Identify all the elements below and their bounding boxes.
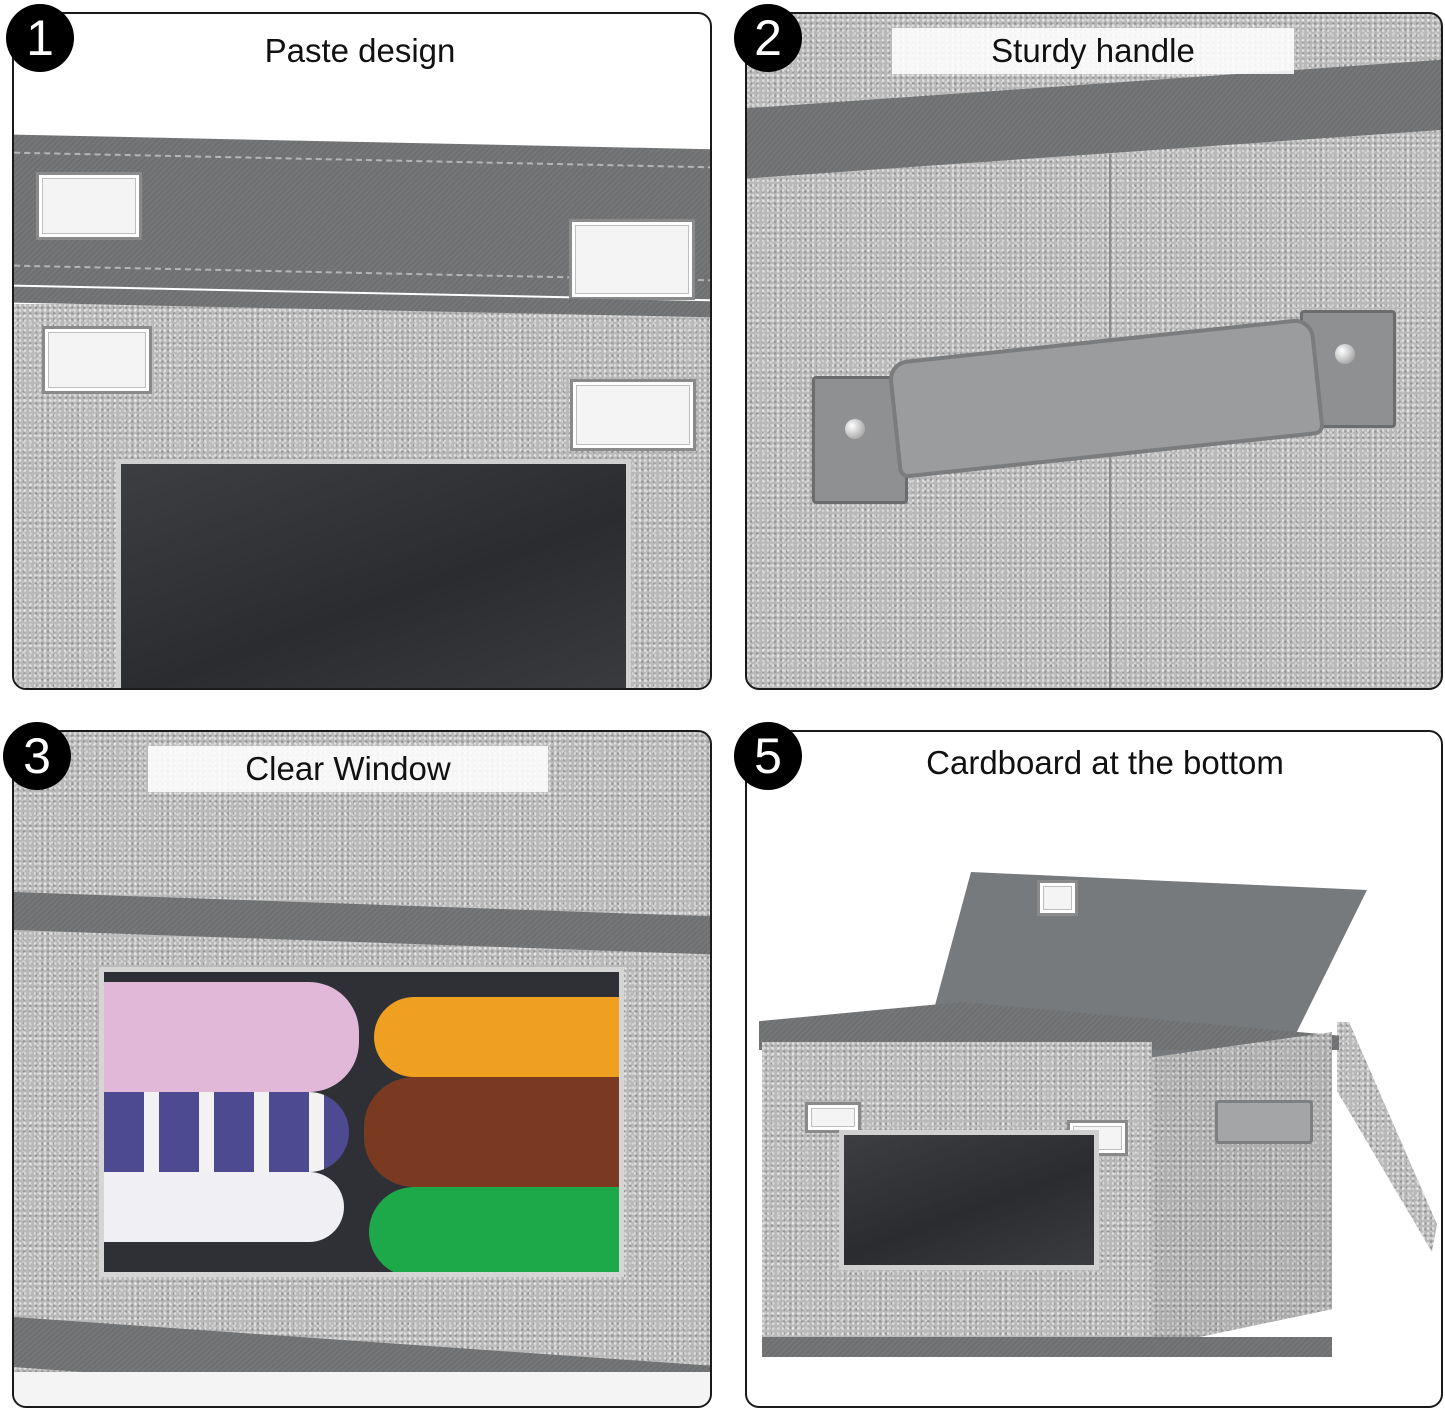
badge-number: 2 [734, 4, 802, 72]
side-handle [1215, 1100, 1313, 1144]
viewing-window [99, 967, 624, 1277]
clear-window [116, 459, 631, 688]
velcro-patch [1037, 880, 1078, 916]
panel-caption: Sturdy handle [892, 28, 1294, 74]
badge-number: 3 [3, 722, 71, 790]
panel-caption: Cardboard at the bottom [926, 744, 1284, 781]
lid-side-flap [1337, 1022, 1437, 1252]
velcro-patch [570, 379, 696, 451]
badge-number: 1 [6, 4, 74, 72]
velcro-patch [805, 1102, 861, 1133]
lid-edge [14, 892, 710, 955]
bottom-trim [762, 1337, 1332, 1357]
panel-clear-window [12, 730, 712, 1408]
rivet-icon [1335, 344, 1355, 364]
velcro-patch [569, 219, 695, 300]
velcro-patch [42, 326, 152, 394]
panel-paste-design [12, 12, 712, 690]
folded-towel-brown [364, 1077, 619, 1187]
folded-towel-green [369, 1187, 619, 1272]
folded-towel-striped [104, 1092, 349, 1172]
rivet-icon [845, 419, 865, 439]
clear-window [839, 1130, 1099, 1270]
panel-sturdy-handle [745, 12, 1443, 690]
panel-caption: Clear Window [148, 746, 548, 792]
badge-number: 5 [734, 722, 802, 790]
folded-towel-white [104, 1172, 344, 1242]
handle-strap [887, 316, 1325, 480]
panel-caption: Paste design [264, 32, 456, 69]
lid-rim [747, 58, 1441, 179]
folded-towel-orange [374, 997, 619, 1077]
folded-towel-pink [104, 982, 359, 1092]
panel-cardboard-bottom [745, 730, 1443, 1408]
velcro-patch [36, 172, 142, 240]
box-side [1152, 1032, 1332, 1347]
floor [14, 1372, 710, 1406]
